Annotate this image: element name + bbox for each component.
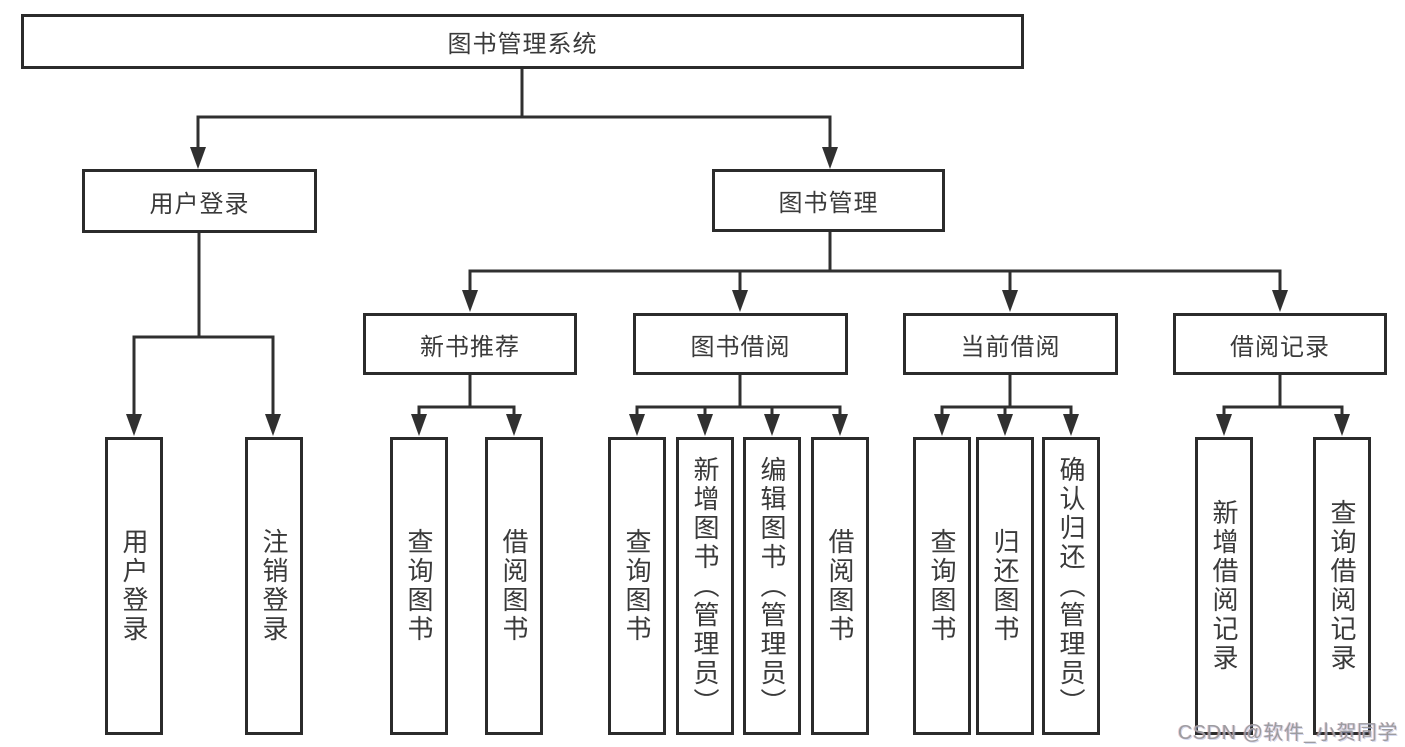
arrowhead-icon <box>1216 414 1232 436</box>
leaf-current-confirm-return: 确认归还（管理员） <box>1042 437 1100 735</box>
arrowhead-icon <box>1334 414 1350 436</box>
leaf-records-add-record: 新增借阅记录 <box>1195 437 1253 735</box>
node-user-login: 用户登录 <box>82 169 317 233</box>
arrowhead-icon <box>822 147 838 169</box>
leaf-borrowing-edit-book: 编辑图书（管理员） <box>743 437 801 735</box>
leaf-current-query-book: 查询图书 <box>913 437 971 735</box>
leaf-borrowing-query-book: 查询图书 <box>608 437 666 735</box>
arrowhead-icon <box>1272 290 1288 312</box>
arrowhead-icon <box>126 414 142 436</box>
node-book-borrowing: 图书借阅 <box>633 313 848 375</box>
arrowhead-icon <box>697 414 713 436</box>
leaf-logout: 注销登录 <box>245 437 303 735</box>
leaf-borrowing-borrow-book: 借阅图书 <box>811 437 869 735</box>
node-new-book-recommend: 新书推荐 <box>363 313 577 375</box>
arrowhead-icon <box>832 414 848 436</box>
leaf-records-query-record: 查询借阅记录 <box>1313 437 1371 735</box>
arrowhead-icon <box>732 290 748 312</box>
arrowhead-icon <box>934 414 950 436</box>
watermark: CSDN @软件_小贺同学 <box>1177 722 1398 744</box>
leaf-recommend-query-book: 查询图书 <box>390 437 448 735</box>
leaf-user-login: 用户登录 <box>105 437 163 735</box>
arrowhead-icon <box>764 414 780 436</box>
node-current-borrowing: 当前借阅 <box>903 313 1118 375</box>
arrowhead-icon <box>629 414 645 436</box>
arrowhead-icon <box>1063 414 1079 436</box>
arrowhead-icon <box>190 147 206 169</box>
arrowhead-icon <box>506 414 522 436</box>
leaf-borrowing-add-book: 新增图书（管理员） <box>676 437 734 735</box>
node-library-system: 图书管理系统 <box>21 14 1024 69</box>
arrowhead-icon <box>411 414 427 436</box>
node-borrow-records: 借阅记录 <box>1173 313 1387 375</box>
arrowhead-icon <box>462 290 478 312</box>
arrowhead-icon <box>1002 290 1018 312</box>
leaf-current-return-book: 归还图书 <box>976 437 1034 735</box>
leaf-recommend-borrow-book: 借阅图书 <box>485 437 543 735</box>
arrowhead-icon <box>265 414 281 436</box>
arrowhead-icon <box>997 414 1013 436</box>
node-book-management: 图书管理 <box>712 169 945 232</box>
